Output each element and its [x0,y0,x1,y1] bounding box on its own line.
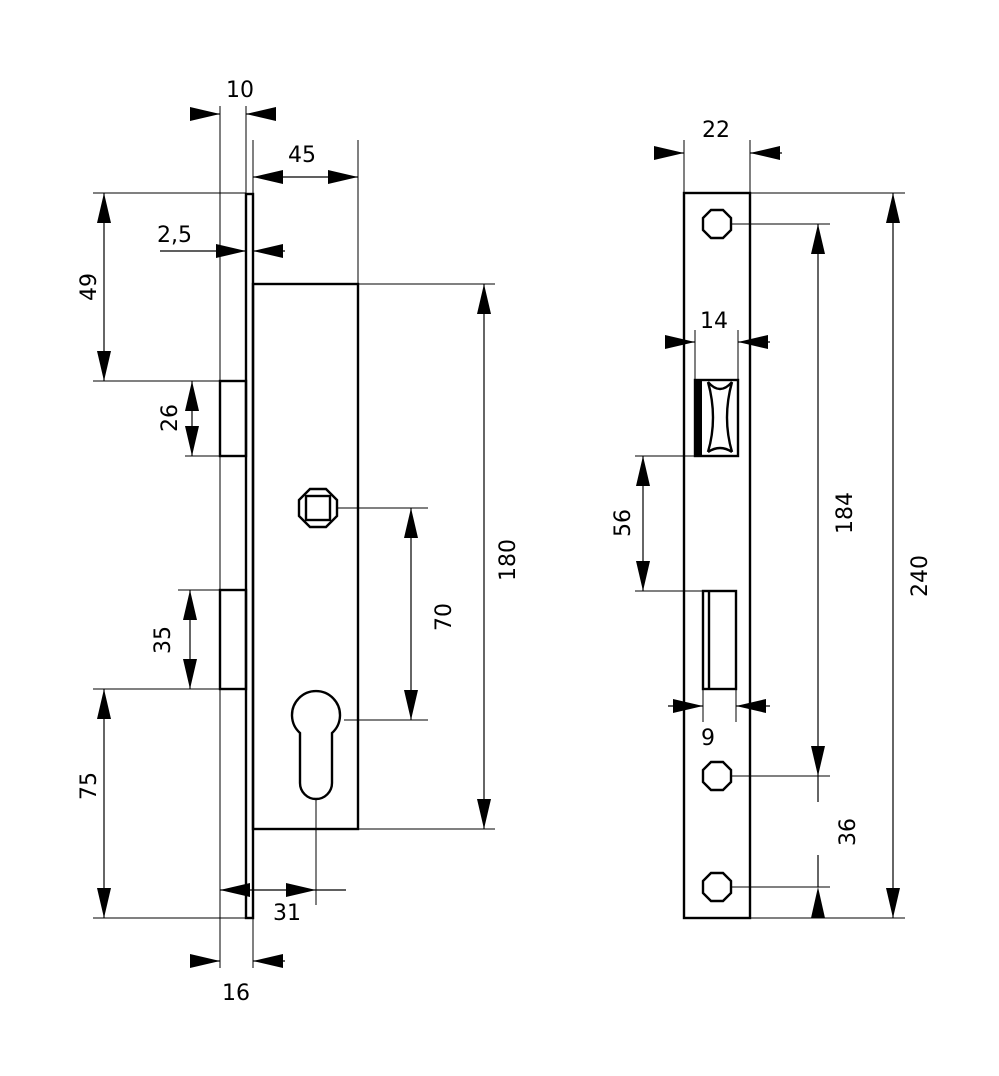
screw-hole-bottom [701,871,733,903]
handle-follower [297,487,339,529]
dim-label-14: 14 [700,309,728,334]
latch-tongue [218,379,248,458]
dim-label-75: 75 [77,772,102,800]
dim-label-49: 49 [77,273,102,301]
latch-opening [693,378,740,458]
dim-label-35: 35 [151,626,176,654]
dim-label-180: 180 [496,539,521,581]
bolt-opening [701,589,738,691]
dim-label-22: 22 [702,118,730,143]
dim-label-36: 36 [836,818,861,846]
lock-case [251,282,360,831]
dim-label-45: 45 [288,143,316,168]
deadbolt [218,588,248,691]
dim-label-9: 9 [701,726,715,751]
strike-plate [682,191,752,920]
dim-label-26: 26 [158,404,183,432]
cylinder-hole [290,689,342,801]
dim-label-184: 184 [833,492,858,534]
dim-label-31: 31 [273,901,301,926]
dim-label-70: 70 [432,603,457,631]
dim-label-10: 10 [226,78,254,103]
lock-side-view: 10 45 2,5 49 26 180 70 35 75 [77,78,521,1006]
dim-label-56: 56 [611,509,636,537]
screw-hole-top [701,208,733,240]
strike-plate-view: 22 14 56 184 240 9 36 [611,118,933,920]
dim-label-16: 16 [222,981,250,1006]
dim-label-240: 240 [908,555,933,597]
screw-hole-middle [701,760,733,792]
dim-label-2-5: 2,5 [157,223,192,248]
